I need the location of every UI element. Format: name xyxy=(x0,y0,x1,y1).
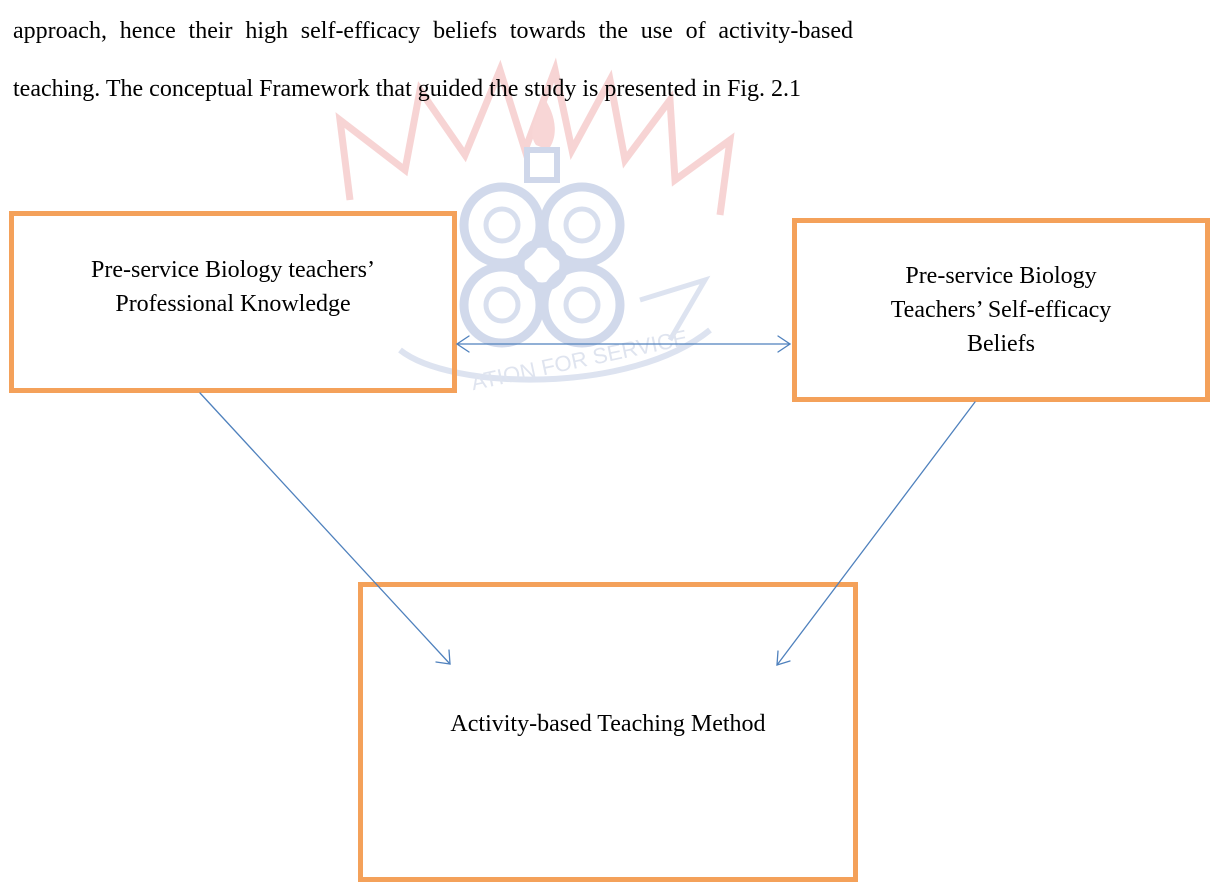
paragraph-line-1: approach, hence their high self-efficacy… xyxy=(13,18,853,44)
professional-knowledge-label-line2: Professional Knowledge xyxy=(115,291,351,317)
watermark-text: ATION FOR SERVICE xyxy=(469,325,690,395)
arrowhead-left xyxy=(455,335,470,353)
activity-based-teaching-method-box: Activity-based Teaching Method xyxy=(358,582,858,882)
self-efficacy-label-line3: Beliefs xyxy=(967,331,1035,357)
self-efficacy-label-line1: Pre-service Biology xyxy=(905,263,1097,289)
activity-based-teaching-method-label: Activity-based Teaching Method xyxy=(450,711,766,737)
professional-knowledge-box: Pre-service Biology teachers’ Profession… xyxy=(9,211,457,393)
arrowhead-right xyxy=(777,335,792,353)
self-efficacy-label-line2: Teachers’ Self-efficacy xyxy=(890,297,1112,323)
self-efficacy-beliefs-box: Pre-service Biology Teachers’ Self-effic… xyxy=(792,218,1210,402)
professional-knowledge-label-line1: Pre-service Biology teachers’ xyxy=(91,257,375,283)
paragraph-line-2: teaching. The conceptual Framework that … xyxy=(13,76,802,102)
